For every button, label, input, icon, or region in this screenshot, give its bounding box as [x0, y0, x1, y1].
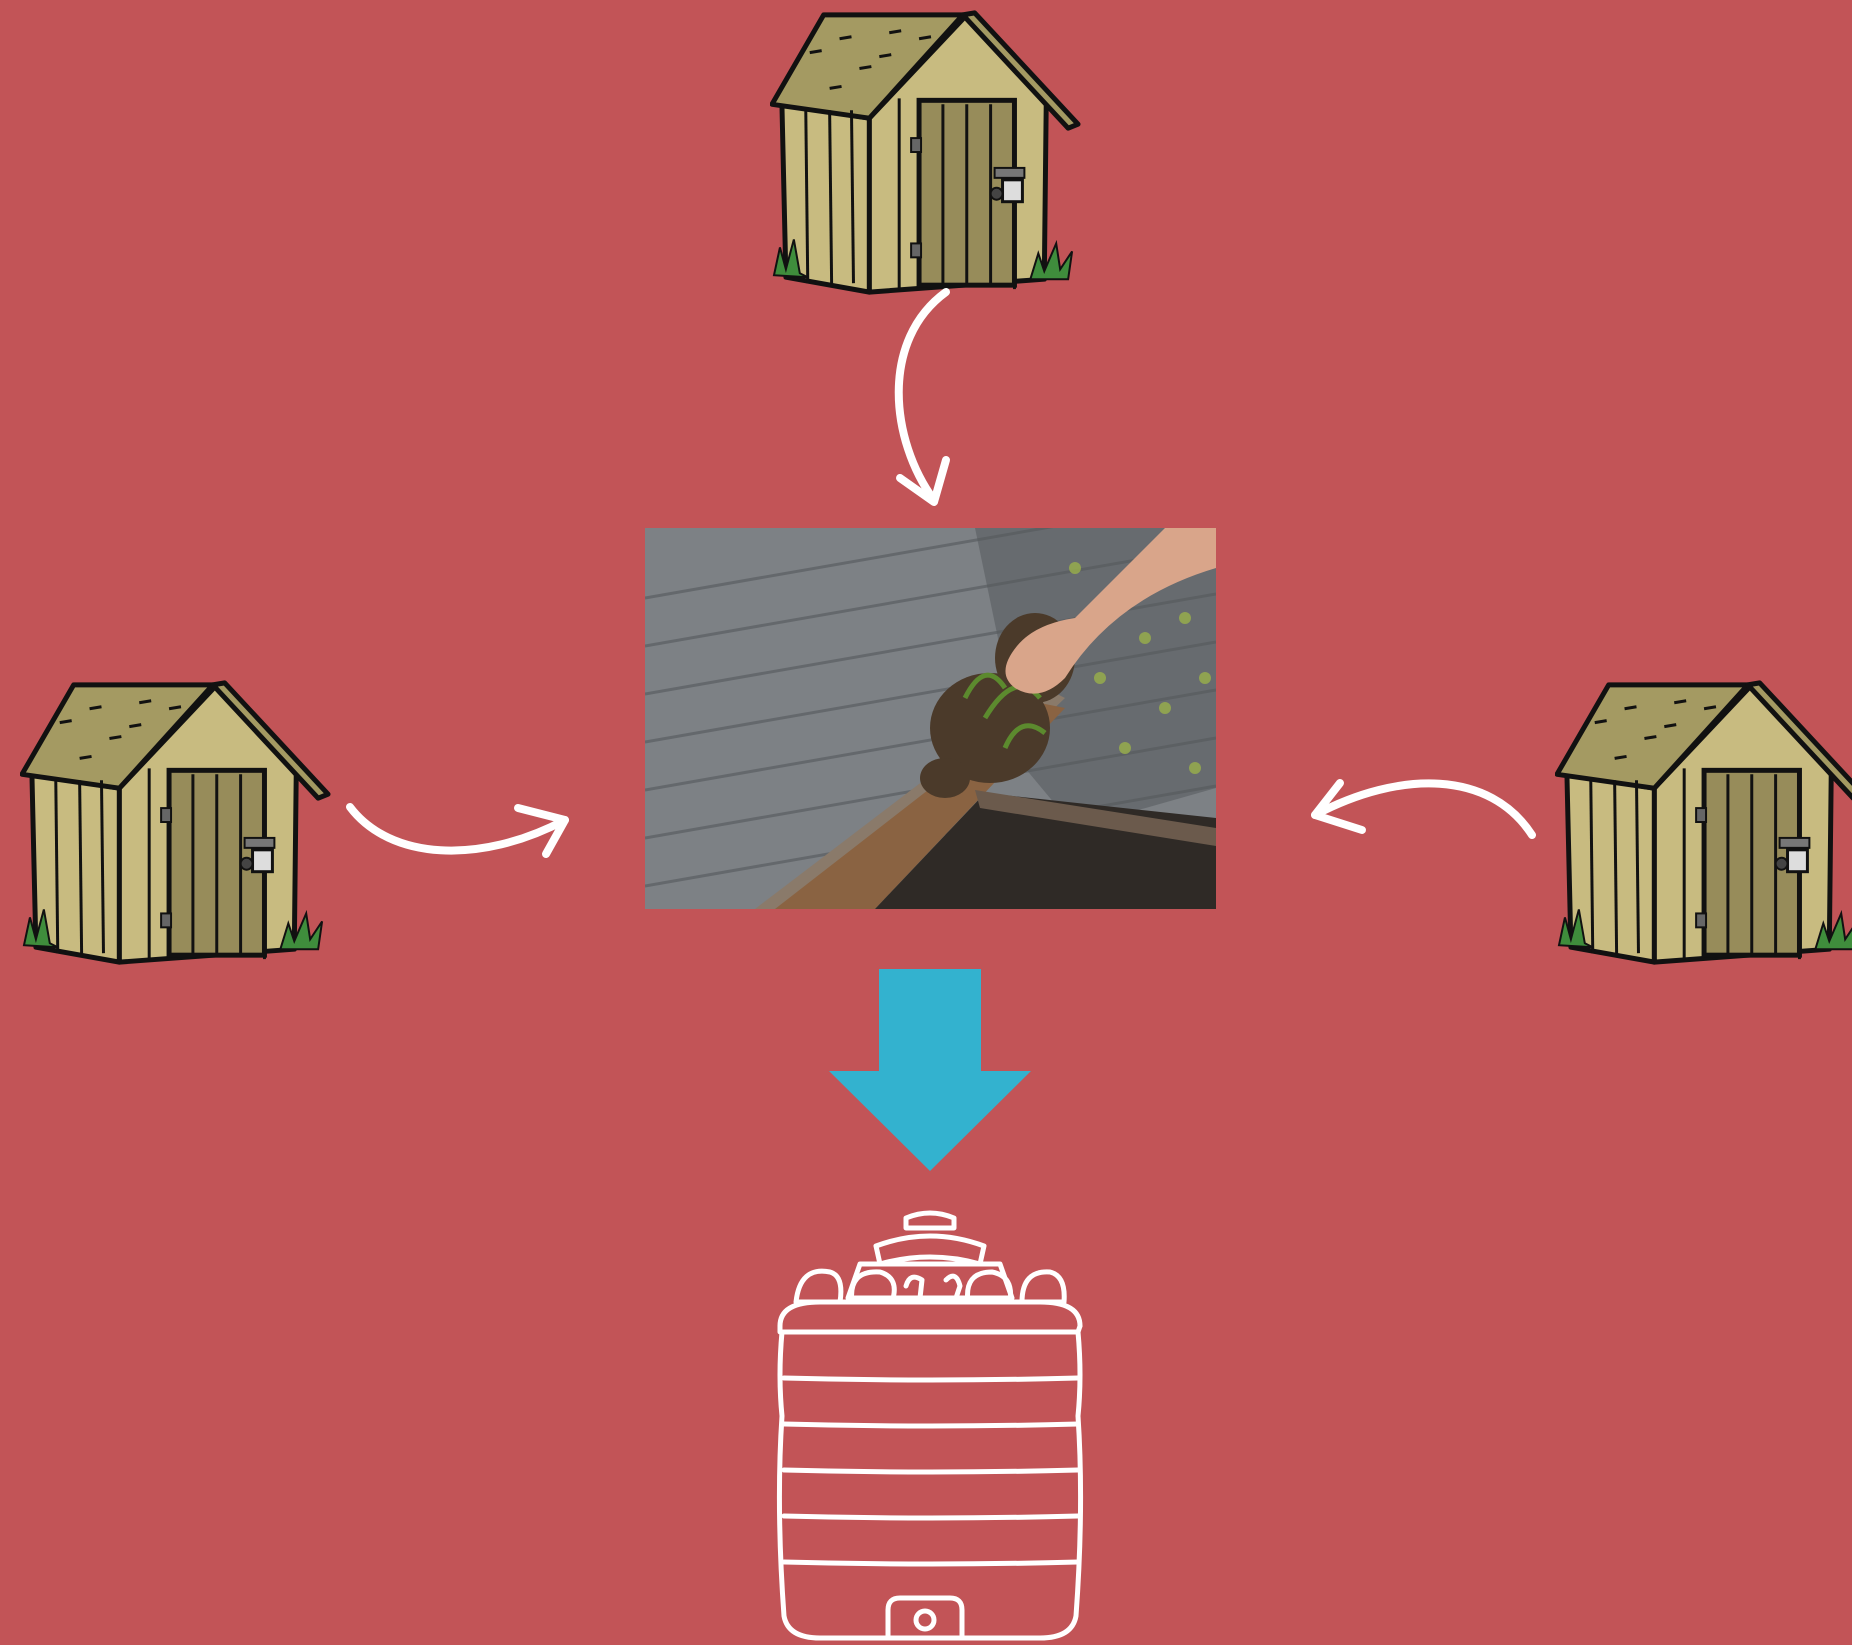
arrow-head-right	[1315, 783, 1362, 830]
arrow-head-top	[900, 460, 946, 502]
arrow-head-left	[518, 808, 565, 854]
shed-icon	[770, 8, 1088, 298]
shed-icon	[20, 678, 338, 968]
arrow-shed-right-to-photo	[1315, 783, 1532, 835]
gutter-cleaning-photo	[645, 528, 1216, 909]
water-tank-icon	[760, 1206, 1100, 1645]
arrow-photo-to-tank	[829, 969, 1031, 1171]
arrow-shed-top-to-photo	[899, 292, 946, 500]
shed-icon	[1555, 678, 1852, 968]
arrow-shed-left-to-photo	[350, 807, 565, 851]
